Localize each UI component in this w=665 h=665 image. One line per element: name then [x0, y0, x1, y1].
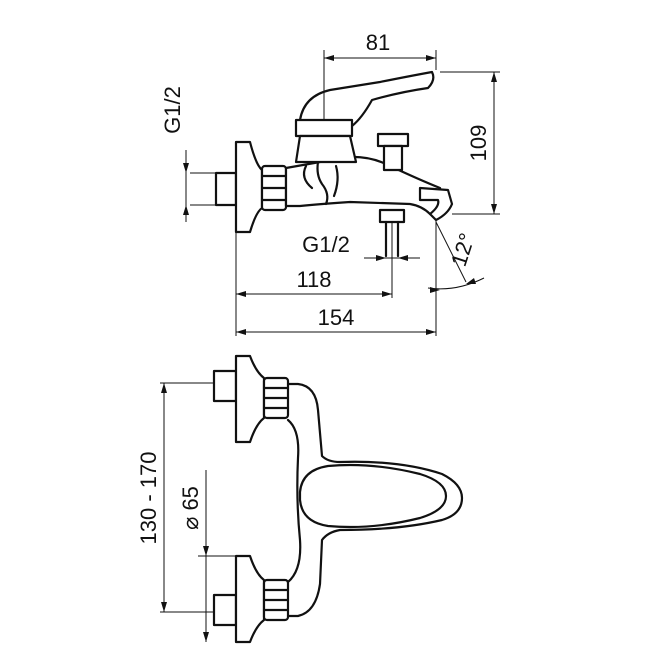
- top-body-outline: [286, 382, 464, 618]
- dim-angle-label: 12°: [446, 230, 480, 269]
- dim-109-label: 109: [466, 125, 491, 162]
- top-body-inner: [286, 418, 302, 584]
- lever-top: [298, 463, 448, 529]
- diverter-knob: [376, 132, 410, 172]
- side-view: 81 109 G1/2 G1/2 118: [160, 30, 500, 336]
- dim-130-170: 130 - 170: [136, 383, 167, 612]
- dim-154-label: 154: [318, 305, 355, 330]
- dim-outlet-g12-label: G1/2: [302, 232, 350, 257]
- lever-handle: [294, 70, 435, 164]
- upper-inlet: [212, 354, 290, 444]
- dim-outlet-g12: G1/2: [302, 232, 420, 261]
- dim-inlet-g12-label: G1/2: [160, 86, 185, 134]
- dim-inlet-g12: G1/2: [160, 86, 189, 222]
- dim-118: 118: [236, 267, 392, 297]
- spout-tip: [418, 186, 454, 222]
- mixer-body: [284, 155, 447, 216]
- dim-81: 81: [324, 30, 436, 61]
- dim-154: 154: [236, 305, 436, 335]
- dim-130-170-label: 130 - 170: [136, 452, 161, 545]
- dim-diameter-65-label: ⌀ 65: [178, 486, 203, 530]
- dim-118-label: 118: [296, 267, 331, 292]
- extension-lines: [190, 50, 500, 336]
- lower-inlet: [212, 554, 290, 644]
- outlet-connector: [378, 208, 406, 258]
- top-view: 130 - 170 ⌀ 65: [136, 354, 464, 644]
- dim-81-label: 81: [366, 30, 390, 55]
- dim-109: 109: [466, 72, 497, 214]
- inlet-fitting: [214, 140, 288, 234]
- dim-diameter-65: ⌀ 65: [178, 470, 209, 642]
